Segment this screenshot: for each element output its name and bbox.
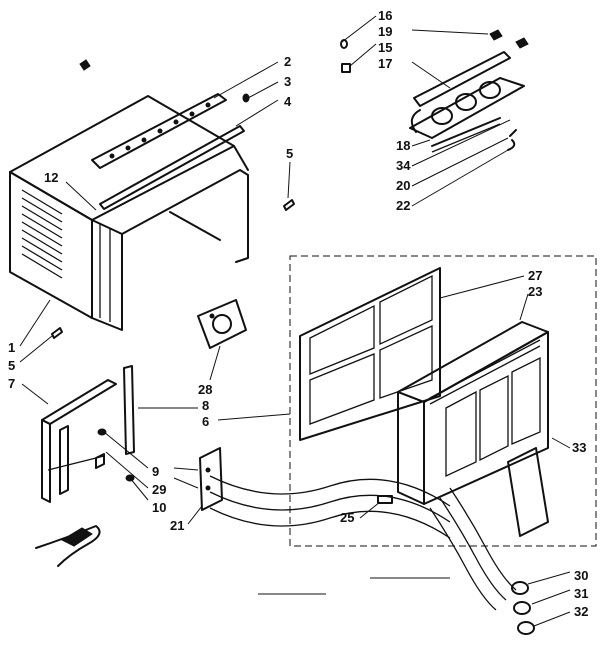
front-assembly-boundary <box>289 255 597 547</box>
callout-16: 16 <box>378 8 392 23</box>
top-screw <box>79 59 91 71</box>
callout-23: 23 <box>528 284 542 299</box>
callout-labels: 16 19 15 17 2 3 4 5 12 18 34 20 22 27 23… <box>8 8 588 619</box>
callout-15: 15 <box>378 40 392 55</box>
control-knob-30 <box>511 581 529 595</box>
callout-9: 9 <box>152 464 159 479</box>
callout-12: 12 <box>44 170 58 185</box>
callout-19: 19 <box>378 24 392 39</box>
callout-18: 18 <box>396 138 410 153</box>
callout-34: 34 <box>396 158 411 173</box>
front-grille <box>397 321 549 505</box>
callout-1: 1 <box>8 340 15 355</box>
clip-16 <box>340 39 348 49</box>
blower-scroll-assembly <box>409 51 525 153</box>
callout-3: 3 <box>284 74 291 89</box>
callout-21: 21 <box>170 518 184 533</box>
rail-strip <box>99 125 245 210</box>
callout-27: 27 <box>528 268 542 283</box>
clip-20 <box>509 129 517 137</box>
callout-4: 4 <box>284 94 292 109</box>
callout-32: 32 <box>574 604 588 619</box>
screw-5-right <box>283 199 295 211</box>
callout-5b: 5 <box>8 358 15 373</box>
cabinet-shell <box>9 95 249 331</box>
callout-20: 20 <box>396 178 410 193</box>
screw-5-left <box>51 327 63 339</box>
callout-6: 6 <box>202 414 209 429</box>
callout-2: 2 <box>284 54 291 69</box>
clips-19 <box>489 29 529 49</box>
air-filter <box>299 267 441 441</box>
callout-22: 22 <box>396 198 410 213</box>
spring-22 <box>507 139 516 151</box>
callout-17: 17 <box>378 56 392 71</box>
filler-strip <box>123 365 135 455</box>
callout-25: 25 <box>340 510 354 525</box>
top-rail-bracket <box>91 93 227 169</box>
callout-10: 10 <box>152 500 166 515</box>
callout-29: 29 <box>152 482 166 497</box>
power-cord <box>35 525 101 567</box>
callout-31: 31 <box>574 586 588 601</box>
control-knob-31 <box>513 601 531 615</box>
callout-33: 33 <box>572 440 586 455</box>
callout-5a: 5 <box>286 146 293 161</box>
wiring-harness <box>209 475 517 611</box>
side-panel-frame <box>41 379 117 503</box>
callout-28: 28 <box>198 382 212 397</box>
screw-9 <box>97 428 107 436</box>
control-knob-32 <box>517 621 535 635</box>
mounting-bracket-21 <box>199 447 223 511</box>
motor-mount-28 <box>197 299 247 349</box>
callout-7: 7 <box>8 376 15 391</box>
callout-30: 30 <box>574 568 588 583</box>
leader-lines <box>19 15 571 627</box>
cabinet-louvres <box>21 189 63 279</box>
callout-8: 8 <box>202 398 209 413</box>
control-door <box>507 447 549 537</box>
clip-15 <box>341 63 351 73</box>
